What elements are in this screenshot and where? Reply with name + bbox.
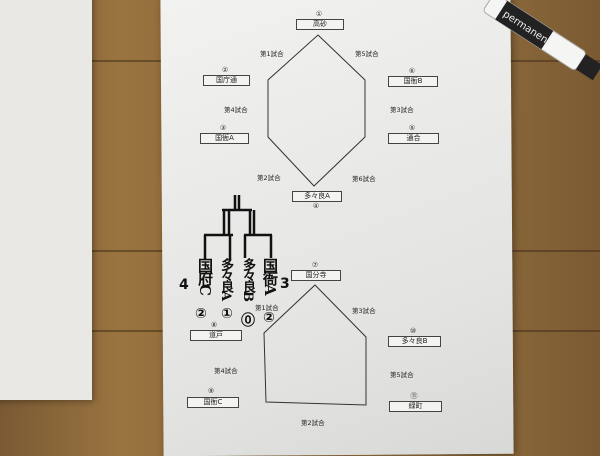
- handwritten-rank: 3: [280, 276, 290, 292]
- team-box: 多々良B: [388, 336, 441, 347]
- handwritten-team: 国衙A: [261, 258, 279, 294]
- team-number: ⑨: [207, 387, 215, 395]
- game-label: 第4試合: [214, 367, 238, 375]
- team-number: ⑦: [311, 261, 319, 269]
- game-label: 第1試合: [255, 304, 279, 312]
- handwritten-bracket: [203, 195, 273, 260]
- handwritten-score: ①: [221, 306, 233, 322]
- game-label: 第3試合: [352, 307, 376, 315]
- team-box: 国衙A: [200, 133, 249, 144]
- team-number: ⑤: [408, 124, 416, 132]
- team-number: ①: [315, 10, 323, 18]
- handwritten-rank: 4: [179, 277, 189, 293]
- game-label: 第2試合: [301, 419, 325, 427]
- team-box: 高砂: [296, 19, 344, 30]
- game-label: 第1試合: [260, 50, 284, 58]
- team-box: 国衙C: [187, 397, 239, 408]
- team-box: 道戸: [190, 330, 242, 341]
- pentagon-league-shape: [263, 284, 367, 406]
- left-paper-sheet: [0, 0, 92, 400]
- game-label: 第5試合: [355, 50, 379, 58]
- game-label: 第2試合: [257, 174, 281, 182]
- team-box: 通合: [388, 133, 439, 144]
- team-number: ②: [221, 66, 229, 74]
- team-number: ⑩: [409, 327, 417, 335]
- handwritten-score: ⓪: [241, 313, 255, 329]
- team-box: 多々良A: [292, 191, 342, 202]
- team-box: 国分寺: [291, 270, 341, 281]
- team-number: ⑧: [210, 321, 218, 329]
- team-box: 国庁通: [203, 75, 250, 86]
- team-number: ④: [312, 202, 320, 210]
- game-label: 第5試合: [390, 371, 414, 379]
- team-box: 国衙B: [388, 76, 438, 87]
- handwritten-team: 国府C: [196, 258, 214, 294]
- handwritten-team: 多々良A: [218, 258, 233, 300]
- handwritten-team: 多々良B: [240, 258, 255, 300]
- team-box: 緑町: [389, 401, 442, 412]
- team-number: ⑥: [408, 67, 416, 75]
- team-number: ⑪: [410, 392, 418, 400]
- marker-pen: permanent: [483, 0, 600, 81]
- game-label: 第6試合: [352, 175, 376, 183]
- game-label: 第4試合: [224, 106, 248, 114]
- handwritten-score: ②: [195, 306, 207, 322]
- handwritten-score: ②: [263, 310, 275, 326]
- hexagon-league-shape: [267, 34, 366, 187]
- team-number: ③: [219, 124, 227, 132]
- game-label: 第3試合: [390, 106, 414, 114]
